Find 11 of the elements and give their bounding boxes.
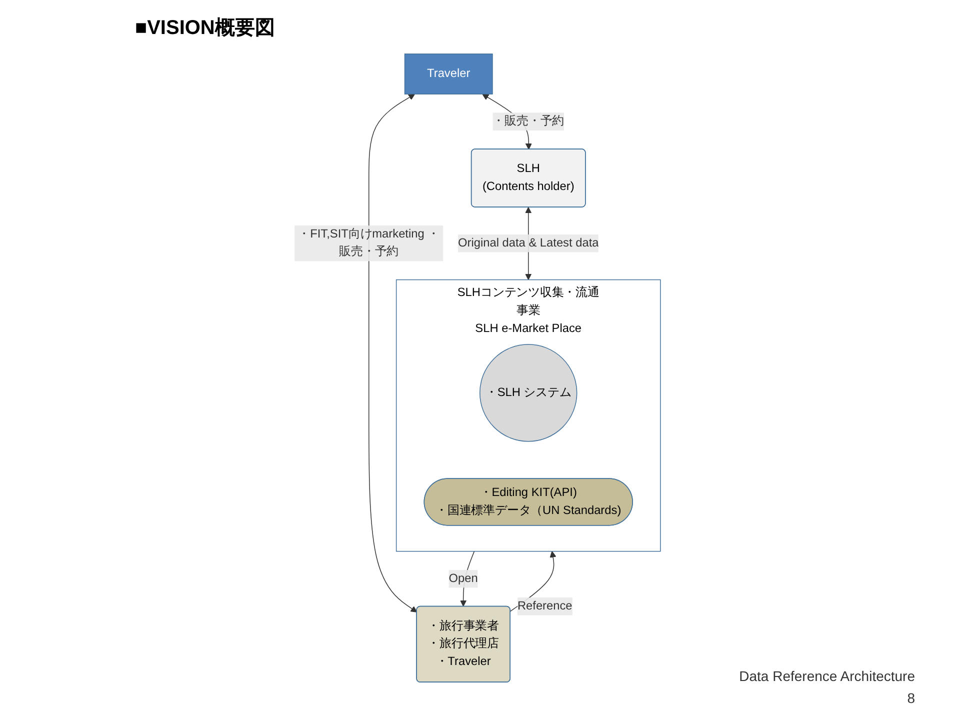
edge-label: ・販売・予約 — [492, 114, 564, 128]
diagram-title: ■VISION概要図 — [135, 16, 275, 41]
node-circle: ・SLH システム — [480, 344, 578, 442]
arrow — [368, 94, 418, 612]
edge-label: Reference — [517, 600, 572, 612]
note-text: 8 — [906, 690, 915, 706]
node-box: Traveler — [404, 54, 493, 94]
note-text: Data Reference Architecture — [739, 668, 915, 684]
edge-label: Original data & Latest data — [458, 236, 599, 250]
edge-label: Open — [448, 572, 478, 585]
edge-label: ・FIT,SIT向けmarketing ・販売・予約 — [298, 228, 440, 258]
